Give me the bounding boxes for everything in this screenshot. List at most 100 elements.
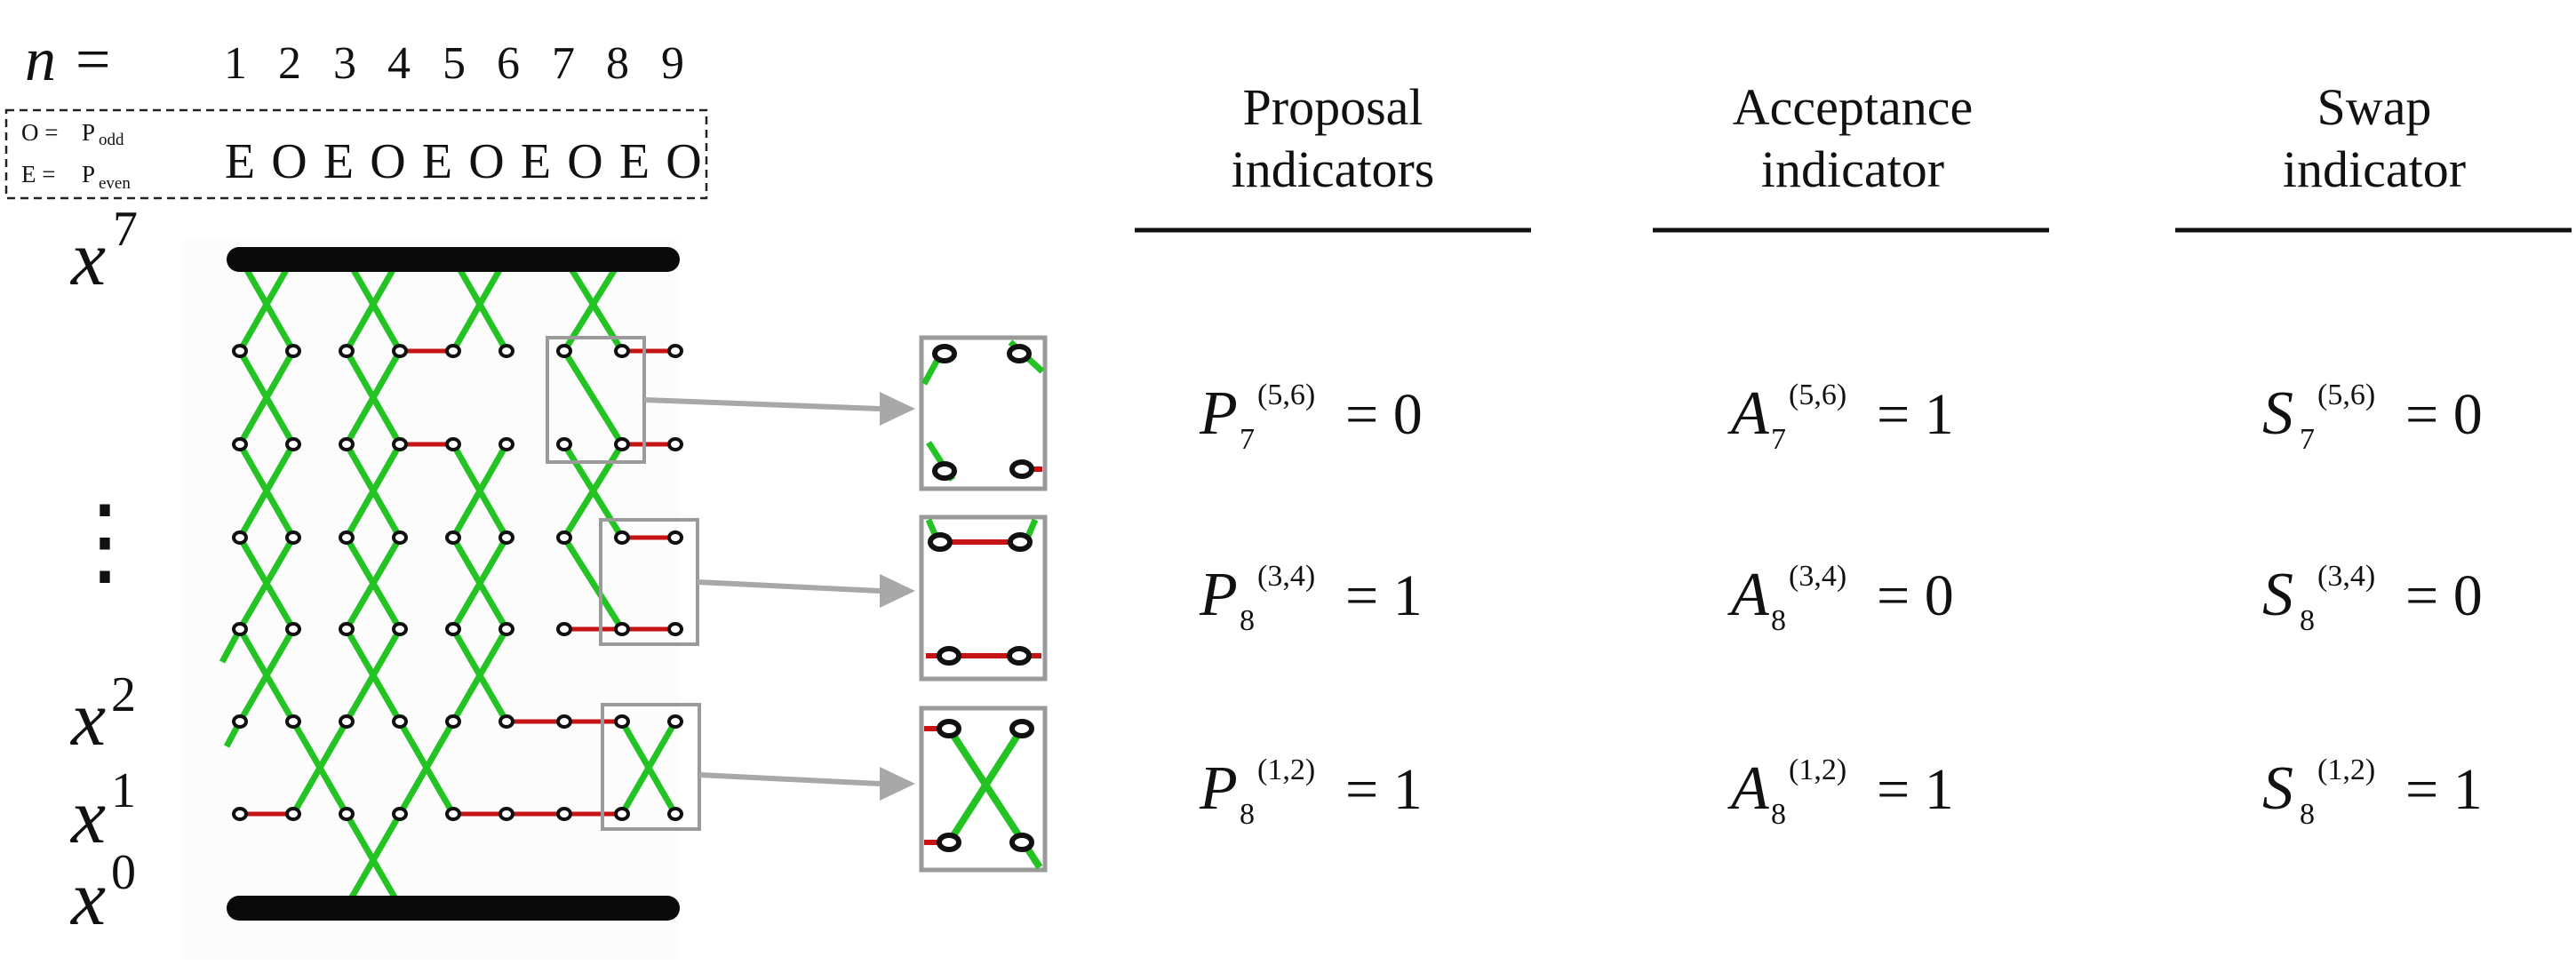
- swap-path-32: [343, 627, 403, 723]
- swap-path-8: [562, 256, 625, 353]
- zoom-inset-top: [919, 335, 1048, 491]
- lattice-node-45: [667, 714, 683, 729]
- svg-text:8: 8: [2300, 604, 2315, 637]
- parity-letter-4: O: [370, 134, 405, 189]
- n-value-5: 5: [443, 38, 466, 89]
- lattice-node-20: [285, 530, 301, 545]
- svg-text:8: 8: [1240, 798, 1255, 831]
- swap-path-28: [562, 536, 625, 631]
- lattice-node-41: [445, 714, 461, 729]
- swap-path-30: [236, 627, 297, 723]
- lattice-background: [182, 240, 680, 960]
- svg-text:(1,2): (1,2): [1789, 754, 1846, 786]
- lattice-node-27: [667, 530, 683, 545]
- lattice-node-24: [498, 530, 514, 545]
- swap-path-6: [450, 256, 510, 353]
- svg-text:x: x: [69, 216, 106, 302]
- acceptance-indicator-row3: A 8 (1,2) = 1: [1727, 754, 1954, 831]
- swap-path-21: [562, 443, 625, 539]
- n-value-9: 9: [661, 38, 684, 89]
- svg-text:7: 7: [113, 202, 138, 257]
- swap-path-17: [343, 443, 403, 539]
- parity-letter-10: O: [666, 134, 701, 189]
- swap-path-10: [236, 349, 297, 446]
- lattice-node-34: [556, 622, 572, 636]
- svg-text:8: 8: [1771, 798, 1786, 831]
- svg-text:Proposal: Proposal: [1243, 78, 1424, 136]
- svg-text:(1,2): (1,2): [1257, 754, 1315, 786]
- col-header-acceptance: Acceptance indicator: [1733, 78, 1973, 198]
- proposal-indicator-row3: P 8 (1,2) = 1: [1199, 754, 1423, 831]
- lattice-node-5: [445, 344, 461, 358]
- svg-text:= 1: = 1: [2405, 757, 2483, 822]
- svg-text:= 1: = 1: [1877, 757, 1954, 822]
- parity-letter-6: O: [468, 134, 504, 189]
- lattice-node-17: [614, 437, 630, 451]
- zoom-arrow-middle: [697, 574, 915, 608]
- swap-path-36: [290, 720, 350, 816]
- lattice-node-38: [285, 714, 301, 729]
- swap-path-25: [343, 536, 403, 631]
- lattice-node-22: [392, 530, 408, 545]
- svg-text:indicator: indicator: [1761, 140, 1944, 198]
- svg-text:P: P: [1199, 561, 1238, 629]
- parity-letter-9: E: [619, 134, 650, 189]
- svg-text:Acceptance: Acceptance: [1733, 78, 1973, 136]
- svg-text:P: P: [1199, 754, 1238, 823]
- lattice-node-51: [498, 807, 514, 821]
- proposal-indicator-row2: P 8 (3,4) = 1: [1199, 560, 1423, 637]
- svg-text:= 1: = 1: [1345, 757, 1423, 822]
- legend-odd: O = P odd: [21, 119, 124, 149]
- svg-text:S: S: [2262, 561, 2293, 629]
- svg-text:Swap: Swap: [2317, 78, 2432, 136]
- parity-letter-1: E: [225, 134, 255, 189]
- lattice-node-18: [667, 437, 683, 451]
- svg-text:O =: O =: [21, 119, 58, 146]
- swap-path-23: [236, 536, 297, 631]
- replica-lattice: [182, 240, 683, 960]
- lattice-node-2: [285, 344, 301, 358]
- lattice-node-26: [614, 530, 630, 545]
- svg-text:(5,6): (5,6): [1789, 379, 1846, 411]
- svg-text:= 0: = 0: [2405, 563, 2483, 628]
- lattice-node-9: [667, 344, 683, 358]
- lattice-node-54: [667, 807, 683, 821]
- lattice-node-52: [556, 807, 572, 821]
- svg-text:1: 1: [111, 763, 136, 818]
- lattice-node-23: [445, 530, 461, 545]
- svg-text:(5,6): (5,6): [1257, 379, 1315, 411]
- svg-text:(3,4): (3,4): [2317, 560, 2375, 593]
- svg-text:even: even: [99, 174, 131, 193]
- lattice-node-10: [232, 437, 248, 451]
- swap-path-13: [562, 349, 625, 446]
- n-value-4: 4: [387, 38, 411, 89]
- svg-text:P: P: [82, 119, 95, 146]
- state-label-x2: x 2: [69, 667, 136, 762]
- swap-path-12: [343, 349, 403, 446]
- lattice-node-44: [614, 714, 630, 729]
- zoom-arrow-top: [643, 392, 915, 426]
- lattice-node-48: [339, 807, 355, 821]
- lattice-node-33: [498, 622, 514, 636]
- svg-text:odd: odd: [99, 131, 124, 149]
- lattice-node-25: [556, 530, 572, 545]
- lattice-node-11: [285, 437, 301, 451]
- lattice-node-4: [392, 344, 408, 358]
- svg-text:= 0: = 0: [1877, 563, 1954, 628]
- top-boundary-bar: [227, 247, 680, 272]
- swap-path-38: [396, 720, 457, 816]
- svg-text:P: P: [1199, 379, 1238, 448]
- lattice-node-47: [285, 807, 301, 821]
- swap-path-34: [450, 627, 510, 723]
- svg-text:(3,4): (3,4): [1257, 560, 1315, 593]
- svg-text:x: x: [69, 856, 106, 942]
- svg-text:A: A: [1727, 379, 1769, 448]
- swap-indicator-row3: S 8 (1,2) = 1: [2262, 754, 2483, 831]
- swap-path-2: [236, 256, 297, 353]
- svg-text:(3,4): (3,4): [1789, 560, 1846, 593]
- lattice-node-16: [556, 437, 572, 451]
- svg-text:indicators: indicators: [1232, 140, 1435, 198]
